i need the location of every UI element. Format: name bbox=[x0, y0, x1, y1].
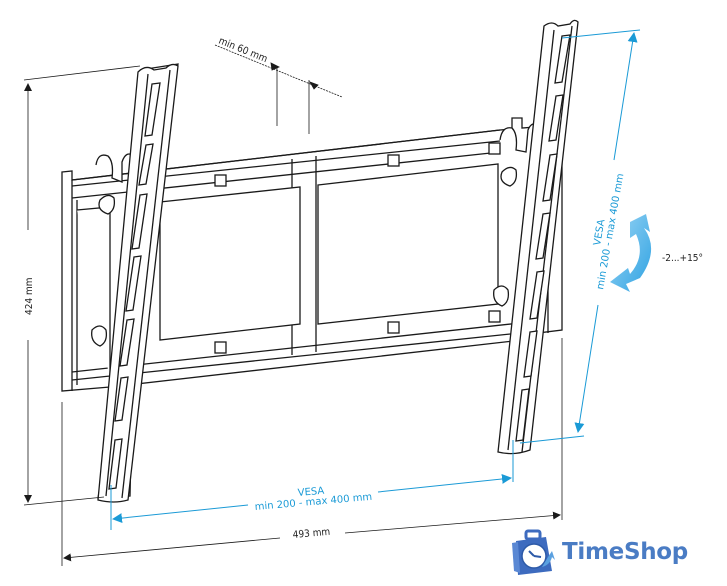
vesa-vertical-dimension bbox=[519, 29, 641, 444]
clock-bag-icon bbox=[512, 529, 555, 575]
left-arm bbox=[91, 63, 179, 503]
depth-dimension bbox=[214, 44, 343, 134]
depth-label: min 60 mm bbox=[217, 36, 269, 66]
tilt-arrow-icon bbox=[610, 214, 652, 292]
tilt-label: -2...+15° bbox=[662, 253, 703, 264]
vesa-horizontal-dimension bbox=[110, 440, 514, 530]
height-dimension bbox=[23, 65, 141, 506]
vesa-horizontal-title: VESA bbox=[297, 486, 325, 499]
timeshop-logo[interactable]: TimeShop bbox=[508, 526, 688, 578]
logo-brand-name: TimeShop bbox=[562, 539, 688, 565]
width-label: 493 mm bbox=[292, 527, 330, 541]
width-dimension bbox=[61, 338, 563, 566]
vesa-vertical-title: VESA bbox=[592, 218, 607, 246]
height-label: 424 mm bbox=[24, 277, 35, 315]
right-arm bbox=[493, 19, 579, 455]
